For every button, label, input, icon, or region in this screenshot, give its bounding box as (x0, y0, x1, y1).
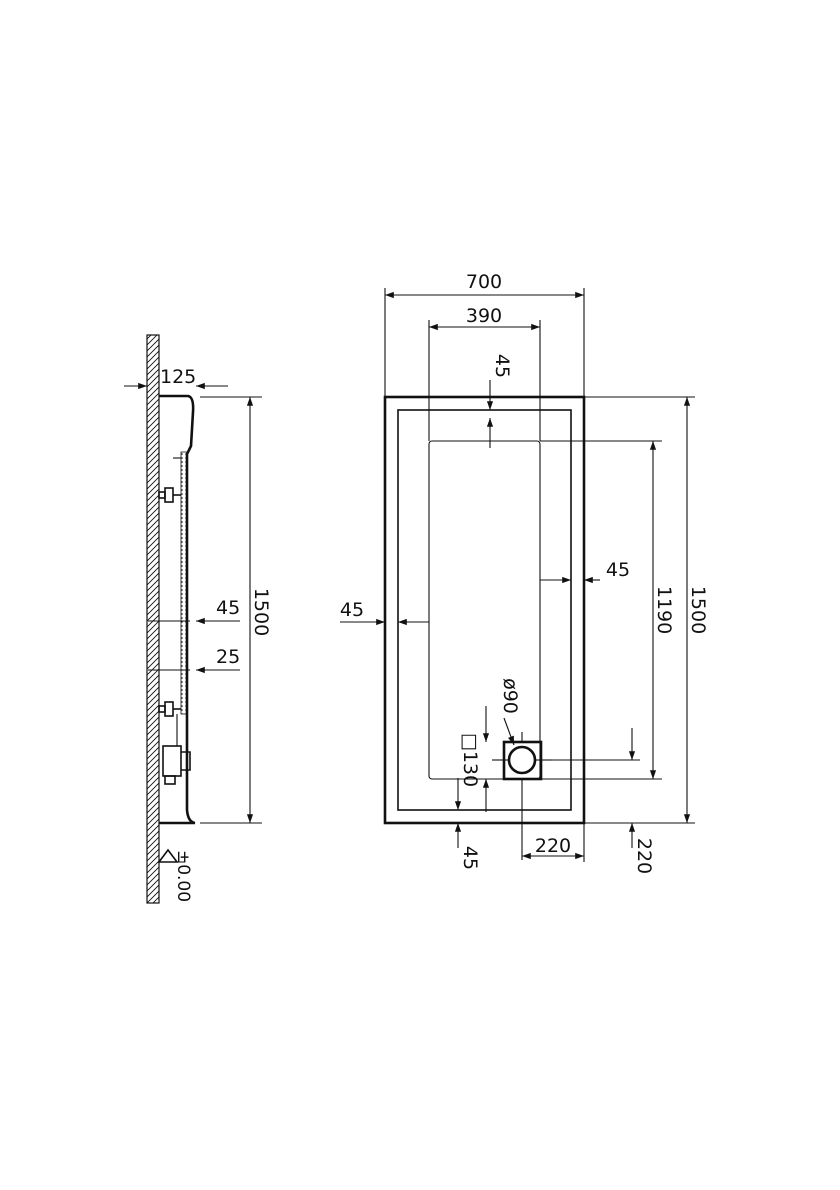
dim-45-bottom: 45 (459, 846, 481, 870)
support-layer (180, 451, 188, 715)
tray-basin (428, 440, 541, 780)
wall-bracket-lower (158, 701, 181, 717)
dim-drain-square: □130 (459, 733, 481, 787)
dim-1500-side: 1500 (250, 588, 272, 636)
dim-45-left: 45 (340, 599, 364, 621)
drain-siphon (162, 745, 191, 785)
wall-hatch (146, 334, 160, 904)
dim-700: 700 (466, 271, 502, 293)
dim-220-horizontal: 220 (535, 835, 571, 857)
floor-level-symbol (157, 848, 185, 863)
dim-25-base: 25 (216, 646, 240, 668)
dim-390: 390 (466, 305, 502, 327)
side-view: 125 45 25 1500 ±0.00 (124, 334, 272, 904)
drain-hole (507, 745, 537, 775)
dim-45-rim: 45 (216, 597, 240, 619)
dim-1190: 1190 (653, 586, 675, 634)
dim-125: 125 (160, 366, 196, 388)
tray-rim (397, 409, 572, 811)
dim-45-right: 45 (606, 559, 630, 581)
dim-45-top: 45 (491, 354, 513, 378)
tray-profile (159, 394, 196, 825)
dim-drain-diameter: ø90 (499, 678, 521, 714)
dim-220-vertical: 220 (633, 838, 655, 874)
plan-view: 700 390 45 45 45 1190 1500 ø90 (340, 271, 709, 874)
dim-1500-plan: 1500 (687, 586, 709, 634)
floor-level-label: ±0.00 (173, 850, 193, 902)
wall-bracket-upper (158, 487, 181, 503)
tray-outline (383, 395, 586, 825)
